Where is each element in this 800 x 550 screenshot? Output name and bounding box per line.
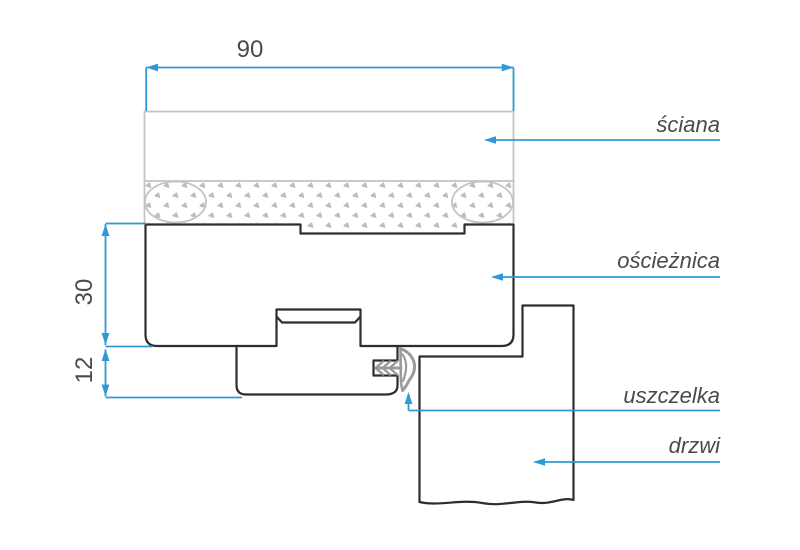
mortar-dab-right: [451, 180, 514, 224]
dim12-arrow-top-icon: [101, 349, 110, 361]
leader-wall: [484, 136, 720, 144]
wall-section: [143, 110, 515, 233]
leader-frame: [491, 273, 720, 281]
dim30-arrow-bottom-icon: [101, 333, 110, 345]
label-frame: ościeżnica: [617, 248, 720, 273]
door-leaf: [418, 304, 575, 506]
label-gasket: uszczelka: [623, 383, 720, 408]
door-leaf-outline: [418, 304, 575, 506]
label-wall: ściana: [656, 112, 720, 137]
dim-label-wall-width: 90: [236, 36, 264, 63]
wall-plaster-layer: [144, 181, 514, 233]
wall-hatch-layer: [143, 110, 515, 182]
dim-label-frame-thickness: 30: [71, 278, 98, 306]
dimension-wall-width: [145, 63, 515, 111]
dimension-frame-thickness: [101, 222, 152, 348]
frame-profile: [144, 223, 515, 396]
dim30-arrow-top-icon: [101, 224, 110, 236]
leader-door-arrow-icon: [533, 458, 545, 466]
dim-label-stop-height: 12: [71, 356, 98, 384]
frame-tongue-joint-line: [275, 315, 362, 324]
mortar-dab-left: [144, 180, 207, 224]
gasket-anchor-barb-icon: [374, 360, 399, 376]
gasket-spine: [399, 347, 404, 392]
gasket-inner-lip: [399, 351, 408, 383]
dim90-arrow-right-icon: [501, 63, 514, 72]
gasket-outer-lip: [399, 347, 417, 392]
leader-frame-arrow-icon: [491, 273, 503, 281]
leader-gasket: [404, 392, 720, 412]
dim90-arrow-left-icon: [146, 63, 158, 72]
dim12-arrow-bottom-icon: [101, 384, 110, 397]
gasket-profile: [374, 347, 417, 392]
label-door: drzwi: [668, 433, 720, 458]
leader-door: [533, 458, 720, 466]
dimension-stop-height: [101, 349, 242, 399]
frame-body-outline: [144, 223, 515, 348]
gasket-anchor: [374, 360, 403, 376]
leader-gasket-arrow-icon: [404, 392, 413, 404]
frame-stop-strip: [235, 346, 399, 396]
leader-wall-arrow-icon: [484, 136, 496, 144]
